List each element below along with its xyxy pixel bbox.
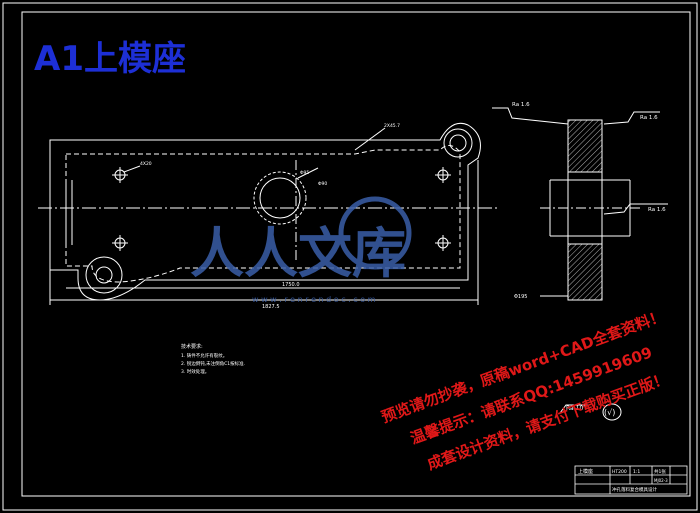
inner-frame	[21, 11, 691, 497]
plate-outline	[49, 122, 481, 301]
promo-overlay: 预览请勿抄袭，原稿word+CAD全套资料！ 温馨提示：请联系QQ:145991…	[379, 307, 671, 474]
tb-drawing-title: 冲孔落料复合模具设计	[612, 486, 657, 493]
leader-top	[354, 127, 386, 151]
rough-leader-tr	[603, 111, 660, 125]
watermark: 人人文库 w w w . r e n r e n d o c . c o m	[190, 196, 412, 304]
leader-hole	[123, 165, 141, 173]
page-title: A1上模座	[34, 39, 186, 79]
boss-top-right-hole	[449, 134, 467, 152]
title-block	[574, 465, 688, 495]
dim-bore-a: Φ95	[300, 170, 309, 176]
rough-leader-tl	[492, 107, 569, 125]
plan-view	[38, 122, 498, 305]
watermark-url: w w w . r e n r e n d o c . c o m	[252, 295, 376, 304]
technical-notes: 技术要求: 1. 铸件不允许有裂纹。 2. 锐边倒钝,未注倒角C1按标准. 3.…	[181, 343, 245, 375]
section-view	[492, 107, 668, 301]
tb-sheet: 共1张	[654, 468, 666, 475]
dim-side-bottom: Φ195	[514, 294, 527, 300]
rough-leader-side	[603, 203, 668, 215]
plan-dimension-labels: 1750.0 1827.5 2X45.7 4X20 Φ95 Φ90	[140, 123, 400, 310]
roughness-symbol: (√)	[604, 408, 615, 417]
boss-bottom-left	[85, 256, 123, 294]
section-labels: Ra 1.6 Ra 1.6 Ra 1.6 Φ195	[512, 102, 666, 300]
watermark-brand: 人人文库	[190, 222, 406, 285]
tech-note-1: 1. 铸件不允许有裂纹。	[181, 352, 227, 359]
title-block-text: 上模座 HT200 1:1 共1张 MJ02-3 冲孔落料复合模具设计	[578, 468, 668, 493]
dim-overall-inner: 1750.0	[282, 282, 300, 288]
watermark-ring	[338, 196, 412, 270]
tech-notes-heading: 技术要求:	[181, 343, 203, 350]
section-top-hatch	[567, 119, 603, 173]
boss-top-right	[443, 128, 473, 158]
tech-note-3: 3. 时效处理。	[181, 368, 209, 375]
roughness-side: Ra 1.6	[648, 207, 666, 213]
bore-inner	[259, 177, 301, 219]
roughness-mark	[559, 404, 590, 414]
dim-hole-left: 4X20	[140, 161, 152, 167]
dim-overall-outer: 1827.5	[262, 304, 280, 310]
dim-callout-top: 2X45.7	[384, 123, 400, 129]
tech-note-2: 2. 锐边倒钝,未注倒角C1按标准.	[181, 360, 245, 367]
tb-material: HT200	[612, 469, 627, 475]
tb-drawing-no: MJ02-3	[654, 478, 668, 483]
roughness-top-left: Ra 1.6	[512, 102, 530, 108]
roughness-symbol-ring	[602, 403, 622, 421]
tb-part-name: 上模座	[578, 468, 593, 475]
dim-bore-b: Φ90	[318, 181, 327, 187]
general-roughness	[559, 403, 622, 421]
roughness-top-right: Ra 1.6	[640, 115, 658, 121]
bore-outer	[253, 171, 307, 225]
section-bottom-hatch	[567, 243, 603, 301]
boss-bottom-left-hole	[95, 266, 113, 284]
leader-bore	[297, 167, 319, 179]
roughness-general: Ra 10	[566, 405, 583, 412]
tb-scale: 1:1	[633, 469, 640, 475]
